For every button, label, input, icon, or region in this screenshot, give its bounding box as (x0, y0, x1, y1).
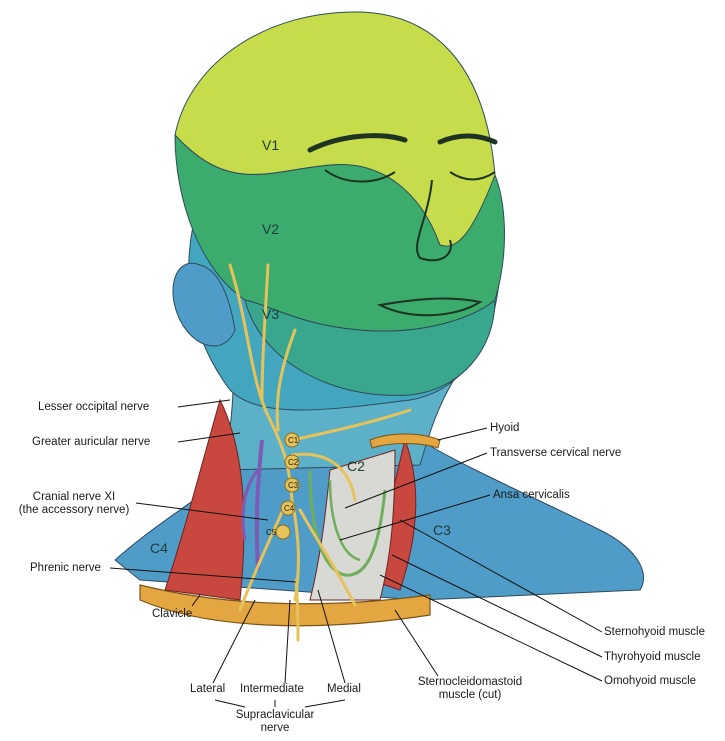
medial-label: Medial (327, 683, 361, 696)
spinal-root-c3-label: C3 (288, 479, 298, 492)
sternocleidomastoid-label: Sternocleidomastoid muscle (cut) (410, 676, 530, 702)
sternohyoid-muscle-label: Sternohyoid muscle (604, 626, 705, 639)
scm-muscle-left (165, 400, 244, 600)
zone-v3-label: V3 (262, 306, 279, 322)
zone-v1-label: V1 (262, 137, 279, 153)
spinal-root-c2-label: C2 (288, 456, 298, 469)
supraclavicular-line2: nerve (225, 722, 325, 735)
cranial-nerve-xi-line1: Cranial nerve XI (14, 491, 134, 504)
ansa-cervicalis-label: Ansa cervicalis (493, 489, 570, 502)
phrenic-nerve-label: Phrenic nerve (30, 562, 101, 575)
omohyoid-muscle-label: Omohyoid muscle (604, 675, 696, 688)
sternocleidomastoid-line1: Sternocleidomastoid (410, 676, 530, 689)
greater-auricular-nerve-label: Greater auricular nerve (32, 436, 150, 449)
zone-c4-label: C4 (150, 540, 168, 556)
thyrohyoid-muscle-label: Thyrohyoid muscle (604, 651, 701, 664)
spinal-root-c5-label: C5 (266, 526, 276, 539)
hyoid-label: Hyoid (490, 422, 519, 435)
supraclavicular-nerve-label: Supraclavicular nerve (225, 709, 325, 735)
clavicle-label: Clavicle (152, 608, 192, 621)
cranial-nerve-xi-label: Cranial nerve XI (the accessory nerve) (14, 491, 134, 517)
zone-c2-label: C2 (347, 458, 365, 474)
sternocleidomastoid-line2: muscle (cut) (410, 689, 530, 702)
transverse-cervical-nerve-label: Transverse cervical nerve (490, 447, 621, 460)
zone-v2-label: V2 (262, 221, 279, 237)
zone-c3-label: C3 (433, 522, 451, 538)
lateral-label: Lateral (190, 683, 225, 696)
spinal-root-c4-label: C4 (284, 502, 294, 515)
cranial-nerve-xi-line2: (the accessory nerve) (14, 504, 134, 517)
supraclavicular-line1: Supraclavicular (225, 709, 325, 722)
intermediate-label: Intermediate (240, 683, 304, 696)
lesser-occipital-nerve-label: Lesser occipital nerve (38, 401, 149, 414)
spinal-root-c1-label: C1 (288, 434, 298, 447)
